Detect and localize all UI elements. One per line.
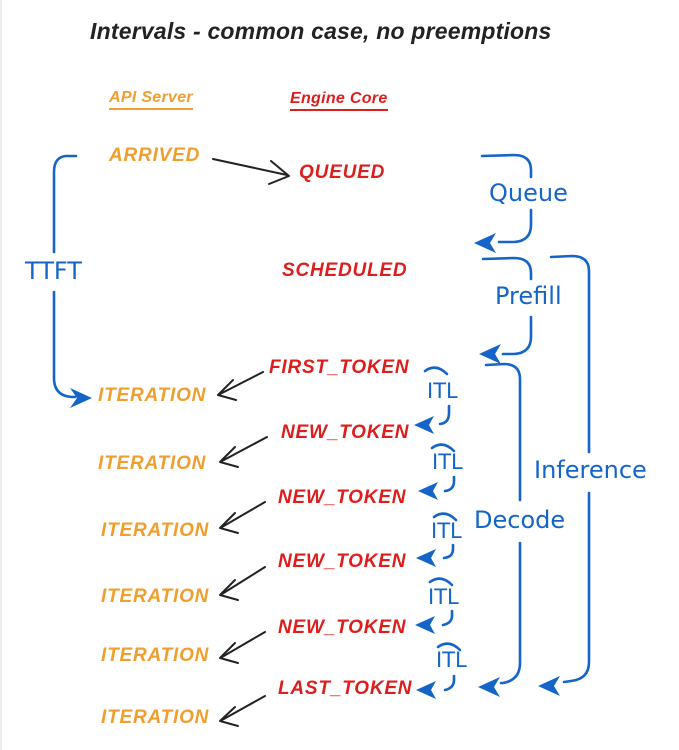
arrow-new-token-2-to-iteration xyxy=(219,501,266,534)
event-arrived: ARRIVED xyxy=(109,145,201,166)
event-last-token: LAST_TOKEN xyxy=(278,678,413,699)
itl-arrowhead-2 xyxy=(418,482,438,500)
event-iteration-2: ITERATION xyxy=(98,453,207,474)
arrow-new-token-4-to-iteration xyxy=(219,631,266,664)
itl-bracket-2 xyxy=(418,443,456,500)
ttft-arrowhead xyxy=(70,388,92,408)
itl-label-1: ITL xyxy=(427,379,458,403)
arrow-new-token-3-to-iteration xyxy=(219,566,266,601)
engine-core-column-header: Engine Core xyxy=(290,91,388,111)
itl-bracket-4 xyxy=(415,577,454,634)
itl-arrowhead-1 xyxy=(414,416,434,434)
decode-bracket xyxy=(478,362,522,697)
itl-bracket-5 xyxy=(416,642,462,699)
arrow-new-token-1-to-iteration xyxy=(219,436,268,468)
itl-arrowhead-3 xyxy=(416,549,436,567)
itl-arrowhead-5 xyxy=(416,681,436,699)
decode-label: Decode xyxy=(474,506,566,534)
event-new-token-2: NEW_TOKEN xyxy=(278,487,407,508)
queue-label: Queue xyxy=(489,179,568,207)
inference-bracket xyxy=(538,254,591,696)
event-iteration-3: ITERATION xyxy=(101,520,210,541)
itl-label-5: ITL xyxy=(436,648,467,672)
diagram-title: Intervals - common case, no preemptions xyxy=(90,18,552,44)
arrow-arrived-to-queued xyxy=(212,158,290,185)
event-new-token-3: NEW_TOKEN xyxy=(278,551,407,572)
inference-arrowhead xyxy=(538,676,560,696)
api-server-column-header: API Server xyxy=(109,90,193,110)
prefill-bracket xyxy=(479,256,533,364)
ttft-bracket xyxy=(52,154,92,408)
itl-bracket-3 xyxy=(416,512,458,567)
decode-arrowhead xyxy=(478,677,500,697)
queue-bracket xyxy=(474,153,533,253)
event-new-token-1: NEW_TOKEN xyxy=(281,422,410,443)
arrow-first-token-to-iteration xyxy=(217,371,264,401)
prefill-arrowhead xyxy=(479,344,501,364)
queue-arrowhead xyxy=(474,233,496,253)
event-iteration-6: ITERATION xyxy=(101,707,210,728)
event-iteration-5: ITERATION xyxy=(101,645,210,666)
itl-arrowhead-4 xyxy=(415,616,435,634)
itl-label-2: ITL xyxy=(432,450,463,474)
itl-label-4: ITL xyxy=(428,585,459,609)
event-scheduled: SCHEDULED xyxy=(282,260,408,281)
event-iteration-4: ITERATION xyxy=(101,586,210,607)
itl-label-3: ITL xyxy=(431,519,462,543)
event-first-token: FIRST_TOKEN xyxy=(269,357,410,378)
itl-bracket-1 xyxy=(414,366,451,434)
event-queued: QUEUED xyxy=(299,162,386,183)
inference-label: Inference xyxy=(534,456,647,484)
event-iteration-1: ITERATION xyxy=(98,385,207,406)
event-new-token-4: NEW_TOKEN xyxy=(278,617,407,638)
ttft-label: TTFT xyxy=(25,257,82,285)
prefill-label: Prefill xyxy=(495,282,562,310)
arrow-last-token-to-iteration xyxy=(219,695,266,727)
